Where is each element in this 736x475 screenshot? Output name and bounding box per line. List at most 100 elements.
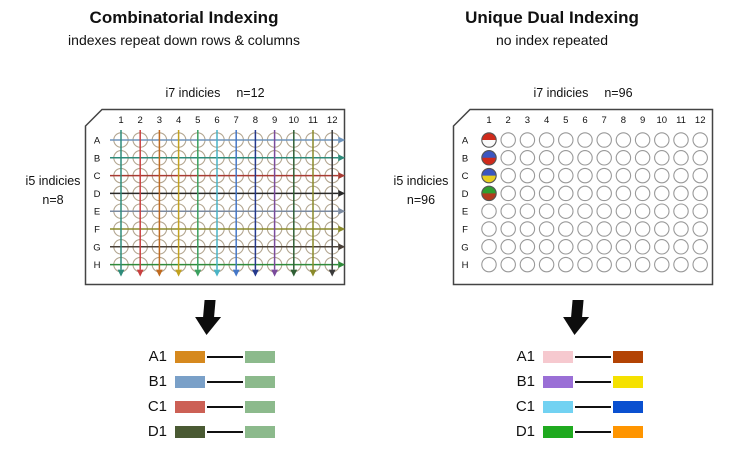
- connector-line: [575, 405, 611, 408]
- column-label: 6: [214, 115, 219, 126]
- row-label: B: [94, 153, 100, 164]
- well: [596, 221, 612, 237]
- well: [500, 203, 516, 219]
- column-arrowhead: [271, 269, 278, 277]
- row-label: E: [94, 207, 100, 218]
- column-arrowhead: [117, 269, 125, 277]
- well: [519, 185, 536, 202]
- well: [519, 256, 536, 273]
- well: [634, 132, 651, 148]
- i7-index-chip: [245, 425, 275, 438]
- column-label: 4: [544, 115, 549, 126]
- well: [519, 132, 536, 148]
- well: [558, 203, 574, 219]
- index-pair-row: B1: [141, 373, 275, 390]
- well: [558, 239, 574, 255]
- connector-line: [207, 405, 243, 408]
- column-arrowhead: [175, 269, 182, 277]
- well: [673, 150, 689, 166]
- well: [596, 256, 612, 273]
- well: [558, 150, 574, 166]
- column-label: 3: [525, 115, 530, 126]
- column-label: 10: [289, 115, 300, 126]
- pair-label: C1: [147, 398, 167, 415]
- well: [654, 239, 670, 255]
- well: [596, 203, 612, 219]
- connector-line: [575, 355, 611, 358]
- well: [500, 239, 516, 255]
- well: [673, 256, 689, 273]
- well: [673, 203, 689, 219]
- well: [634, 256, 651, 273]
- well: [519, 203, 536, 219]
- i7-index-chip: [613, 350, 643, 363]
- column-arrowhead: [328, 269, 336, 277]
- down-arrow-icon: [186, 300, 229, 336]
- column-label: 3: [157, 115, 162, 126]
- well: [558, 185, 574, 202]
- i7-index-chip: [245, 375, 275, 388]
- row-arrowhead: [338, 172, 346, 179]
- well: [615, 167, 632, 184]
- well: [519, 221, 536, 237]
- well: [615, 132, 632, 148]
- i5-index-chip: [175, 350, 205, 363]
- well: [673, 221, 689, 237]
- row-arrowhead: [338, 207, 346, 215]
- i7-index-chip: [613, 400, 643, 413]
- well: [634, 167, 651, 184]
- row-arrowhead: [338, 261, 346, 268]
- column-arrowhead: [194, 269, 202, 277]
- column-label: 10: [657, 115, 668, 126]
- well: [519, 167, 536, 184]
- well-indexed: [481, 132, 497, 148]
- well: [577, 132, 593, 148]
- i7-label-text: i7 indicies: [533, 86, 589, 100]
- well: [519, 150, 536, 166]
- well: [654, 150, 670, 166]
- pair-label: D1: [515, 423, 535, 440]
- well-fill-top: [481, 132, 497, 140]
- well: [538, 239, 555, 255]
- i5-index-chip: [543, 375, 573, 388]
- i7-index-chip: [245, 400, 275, 413]
- well: [558, 132, 574, 148]
- i7-count: n=96: [604, 86, 633, 100]
- well: [538, 150, 555, 166]
- well: [481, 203, 497, 219]
- index-pair-row: D1: [141, 423, 275, 440]
- i7-count: n=12: [236, 86, 265, 100]
- well: [500, 150, 516, 166]
- column-label: 6: [582, 115, 587, 126]
- well: [538, 256, 555, 273]
- well: [577, 239, 593, 255]
- index-pair-row: C1: [141, 398, 275, 415]
- well: [577, 256, 593, 273]
- well: [577, 203, 593, 219]
- panel-title: Combinatorial Indexing: [89, 8, 279, 27]
- row-label: F: [94, 225, 100, 236]
- column-label: 5: [195, 115, 200, 126]
- row-arrowhead: [338, 190, 346, 197]
- well: [538, 185, 555, 202]
- column-arrowhead: [309, 269, 317, 277]
- well: [596, 239, 612, 255]
- pair-label: A1: [516, 348, 535, 365]
- i7-index-chip: [613, 425, 643, 438]
- connector-line: [207, 380, 243, 383]
- i5-axis-label: i5 indicies n=96: [390, 172, 452, 211]
- well: [654, 203, 670, 219]
- well: [673, 185, 689, 202]
- column-label: 2: [138, 115, 143, 126]
- well: [615, 256, 632, 273]
- row-label: G: [93, 242, 100, 253]
- column-label: 4: [176, 115, 181, 126]
- well: [538, 167, 555, 184]
- column-label: 11: [308, 115, 318, 126]
- well: [673, 167, 689, 184]
